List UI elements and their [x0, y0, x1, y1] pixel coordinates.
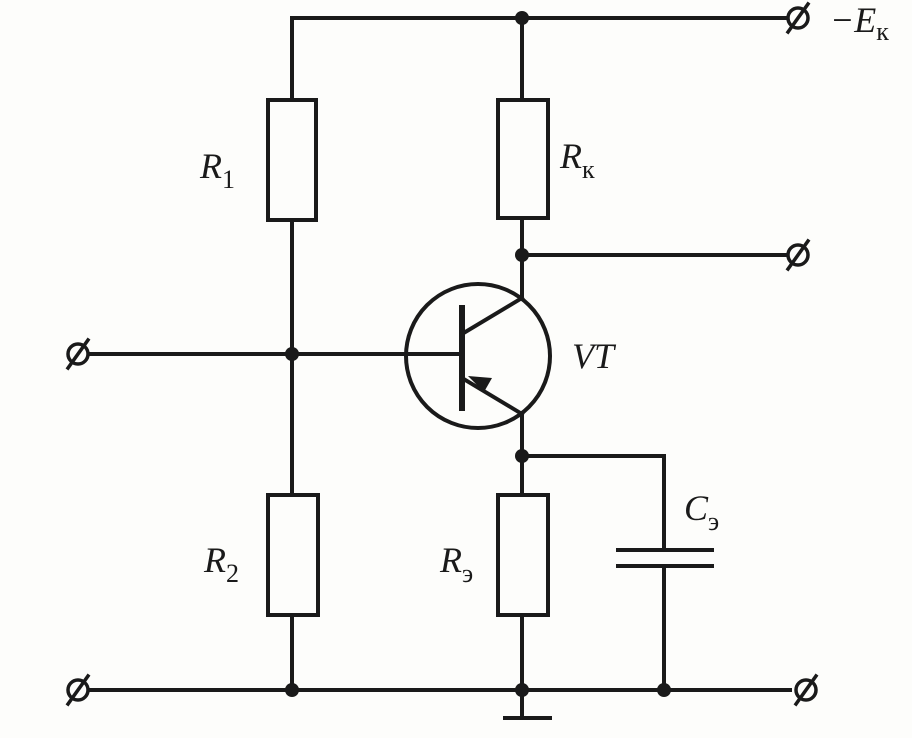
- label-r1: R1: [199, 146, 235, 194]
- input-terminal-icon: [65, 337, 91, 371]
- junction-dot: [515, 449, 529, 463]
- junction-dot: [657, 683, 671, 697]
- ground-input-terminal-icon: [65, 673, 91, 707]
- junction-dot: [285, 683, 299, 697]
- resistor-re: [496, 493, 550, 617]
- label-supply: −Eк: [830, 0, 889, 46]
- resistor-rk: [496, 98, 550, 220]
- transistor-emitter-lead: [459, 375, 525, 417]
- transistor-vt-body: [404, 282, 552, 430]
- label-re: Rэ: [439, 540, 473, 588]
- label-vt: VT: [572, 336, 617, 376]
- junction-dot: [515, 683, 529, 697]
- resistor-r1: [266, 98, 318, 222]
- label-r2: R2: [203, 540, 239, 588]
- supply-terminal-icon: [785, 1, 811, 35]
- ground-output-terminal-icon: [793, 673, 819, 707]
- label-ce: Cэ: [684, 488, 719, 536]
- emitter-arrow-icon: [468, 376, 492, 392]
- junction-dot: [515, 11, 529, 25]
- label-rk: Rк: [559, 136, 595, 184]
- transistor-collector-lead: [459, 295, 525, 337]
- output-terminal-icon: [785, 238, 811, 272]
- resistor-r2: [266, 493, 320, 617]
- junction-dot: [515, 248, 529, 262]
- junction-dot: [285, 347, 299, 361]
